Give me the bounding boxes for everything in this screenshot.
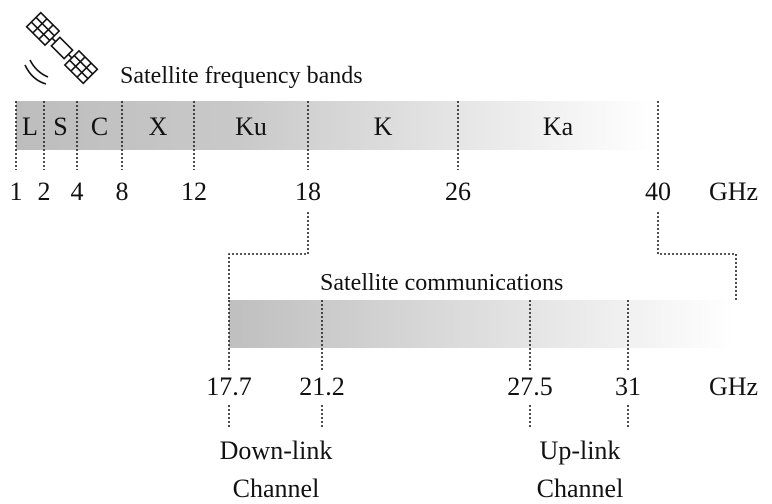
satcom-tick-label: 27.5	[507, 372, 553, 401]
top-tick-label: 4	[71, 177, 84, 206]
satcom-tick-label: 17.7	[206, 372, 252, 401]
satcom-label: Satellite communications	[320, 270, 563, 296]
zoom-connector	[228, 212, 737, 300]
band-label: K	[374, 112, 393, 141]
top-tick-label: 12	[181, 177, 207, 206]
satellite-icon	[24, 11, 99, 85]
band-label: S	[53, 112, 67, 141]
top-tick-label: 2	[38, 177, 51, 206]
band-label: X	[149, 112, 168, 141]
diagram-title: Satellite frequency bands	[120, 63, 363, 89]
satcom-tick-label: 21.2	[299, 372, 345, 401]
uplink-label-line1: Up-link	[540, 436, 621, 465]
band-label: L	[22, 112, 38, 141]
downlink-label-line2: Channel	[233, 474, 320, 503]
top-tick-label: 8	[116, 177, 129, 206]
uplink-label-line2: Channel	[537, 474, 624, 503]
downlink-label-line1: Down-link	[220, 436, 333, 465]
top-tick-label: 18	[295, 177, 321, 206]
band-label: C	[91, 112, 108, 141]
top-unit-label: GHz	[709, 177, 758, 206]
top-tick-label: 26	[445, 177, 471, 206]
satcom-tick-label: 31	[615, 372, 641, 401]
bottom-unit-label: GHz	[709, 372, 758, 401]
band-label: Ka	[543, 112, 574, 141]
top-tick-label: 1	[10, 177, 23, 206]
satcom-bar	[229, 300, 736, 348]
top-tick-label: 40	[645, 177, 671, 206]
band-label: Ku	[235, 112, 267, 141]
